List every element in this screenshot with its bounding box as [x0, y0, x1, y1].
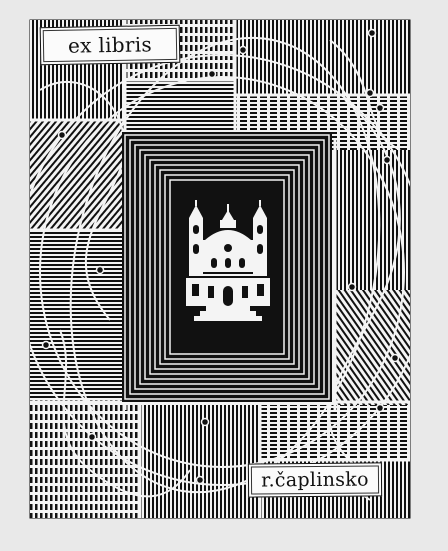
owner-name-label: r.čaplinsko — [247, 462, 383, 498]
ex-libris-label: ex libris — [39, 24, 181, 66]
owner-name-text: r.čaplinsko — [261, 468, 369, 492]
hatched-background — [30, 20, 410, 518]
ex-libris-text: ex libris — [67, 32, 153, 58]
church-icon — [186, 200, 270, 321]
